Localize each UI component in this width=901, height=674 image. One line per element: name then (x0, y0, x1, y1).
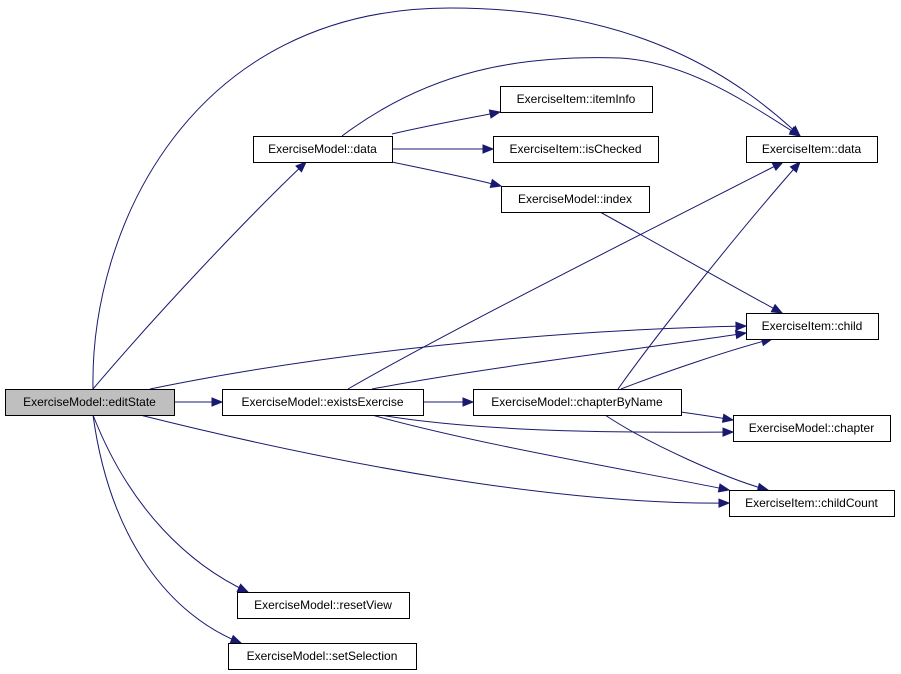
node-label: ExerciseModel::data (268, 142, 377, 156)
node-box (746, 313, 879, 340)
edge-line (92, 7, 801, 390)
edge-line (341, 57, 801, 137)
edge-line (149, 325, 747, 390)
edge-edit-state-to-reset-view (92, 414, 250, 593)
node-label: ExerciseItem::child (762, 319, 863, 333)
edge-chapter-by-name-to-item-data (617, 160, 801, 390)
node-box (237, 592, 410, 619)
edge-arrowhead (789, 160, 801, 173)
node-label: ExerciseModel::chapterByName (491, 395, 663, 409)
node-label: ExerciseModel::existsExercise (241, 395, 403, 409)
edge-edit-state-to-child-count (139, 414, 731, 508)
edge-arrowhead (211, 397, 224, 407)
edge-arrowhead (295, 161, 307, 173)
node-label: ExerciseModel::resetView (254, 598, 392, 612)
edge-arrowhead (718, 498, 731, 508)
edge-arrowhead (770, 303, 784, 314)
node-label: ExerciseItem::data (762, 142, 862, 156)
node-label: ExerciseItem::itemInfo (517, 92, 636, 106)
edge-edit-state-to-item-child (149, 321, 748, 390)
edge-model-data-to-is-checked (391, 144, 495, 154)
node-box (500, 86, 653, 113)
node-label: ExerciseModel::editState (23, 395, 156, 409)
node-box (253, 136, 393, 163)
edge-line (347, 161, 784, 390)
edge-line (379, 414, 734, 433)
edge-line (92, 161, 307, 390)
edge-exists-exercise-to-model-chapter (379, 414, 735, 437)
edge-arrowhead (482, 144, 495, 154)
edge-arrowhead (236, 583, 250, 593)
edge-line (391, 161, 502, 187)
edge-line (92, 414, 242, 644)
edge-edit-state-to-item-data (92, 7, 801, 390)
node-set-selection[interactable]: ExerciseModel::setSelection (228, 643, 417, 670)
edge-arrowhead (717, 483, 731, 493)
edge-arrowhead (788, 126, 802, 137)
edge-arrowhead (489, 178, 503, 188)
edge-model-data-to-item-data (341, 57, 802, 137)
edge-arrowhead (488, 109, 502, 119)
edge-arrowhead (735, 321, 748, 331)
node-edit-state: ExerciseModel::editState (5, 389, 175, 416)
edge-line (139, 414, 730, 504)
edge-exists-exercise-to-child-count (371, 414, 731, 493)
node-label: ExerciseModel::index (518, 192, 632, 206)
node-box (222, 389, 424, 416)
edge-arrowhead (734, 329, 748, 340)
node-is-checked[interactable]: ExerciseItem::isChecked (493, 136, 659, 163)
edge-line (604, 414, 769, 491)
node-item-info[interactable]: ExerciseItem::itemInfo (500, 86, 653, 113)
edge-exists-exercise-to-chapter-by-name (423, 397, 475, 407)
edge-line (599, 211, 783, 314)
node-chapter-by-name[interactable]: ExerciseModel::chapterByName (473, 389, 682, 416)
node-exists-exercise[interactable]: ExerciseModel::existsExercise (222, 389, 424, 416)
edge-line (92, 414, 249, 593)
edge-model-index-to-item-child (599, 211, 784, 314)
edge-line (617, 161, 801, 390)
node-label: ExerciseModel::chapter (749, 421, 874, 435)
edge-arrowhead (771, 161, 785, 171)
edge-chapter-by-name-to-item-child (620, 337, 774, 390)
edge-model-data-to-model-index (391, 161, 503, 188)
edge-arrowhead (462, 397, 475, 407)
node-model-chapter[interactable]: ExerciseModel::chapter (733, 415, 891, 442)
edge-edit-state-to-exists-exercise (174, 397, 224, 407)
node-reset-view[interactable]: ExerciseModel::resetView (237, 592, 410, 619)
edge-arrowhead (721, 413, 735, 423)
node-item-child[interactable]: ExerciseItem::child (746, 313, 879, 340)
edge-exists-exercise-to-item-child (371, 329, 748, 390)
node-item-data[interactable]: ExerciseItem::data (746, 136, 878, 163)
edge-edit-state-to-set-selection (92, 414, 243, 644)
node-box (733, 415, 891, 442)
node-child-count[interactable]: ExerciseItem::childCount (729, 490, 895, 517)
node-model-index[interactable]: ExerciseModel::index (501, 186, 650, 213)
node-box (501, 186, 650, 213)
edge-edit-state-to-model-data (92, 161, 307, 390)
nodes-layer: ExerciseModel::editState ExerciseModel::d… (5, 86, 895, 670)
node-box (746, 136, 878, 163)
edges-layer (92, 7, 802, 644)
node-label: ExerciseItem::childCount (745, 496, 878, 510)
edge-chapter-by-name-to-model-chapter (680, 411, 735, 423)
node-box (473, 389, 682, 416)
edge-line (620, 338, 773, 390)
edge-arrowhead (722, 427, 735, 437)
node-box (729, 490, 895, 517)
node-box (493, 136, 659, 163)
node-label: ExerciseItem::isChecked (509, 142, 641, 156)
node-box (5, 389, 175, 416)
node-label: ExerciseModel::setSelection (247, 649, 398, 663)
edge-line (371, 414, 730, 491)
edge-model-data-to-item-info (391, 109, 502, 135)
node-box (228, 643, 417, 670)
edge-arrowhead (229, 634, 243, 644)
edge-line (371, 332, 747, 390)
edge-line (391, 111, 501, 135)
node-model-data[interactable]: ExerciseModel::data (253, 136, 393, 163)
